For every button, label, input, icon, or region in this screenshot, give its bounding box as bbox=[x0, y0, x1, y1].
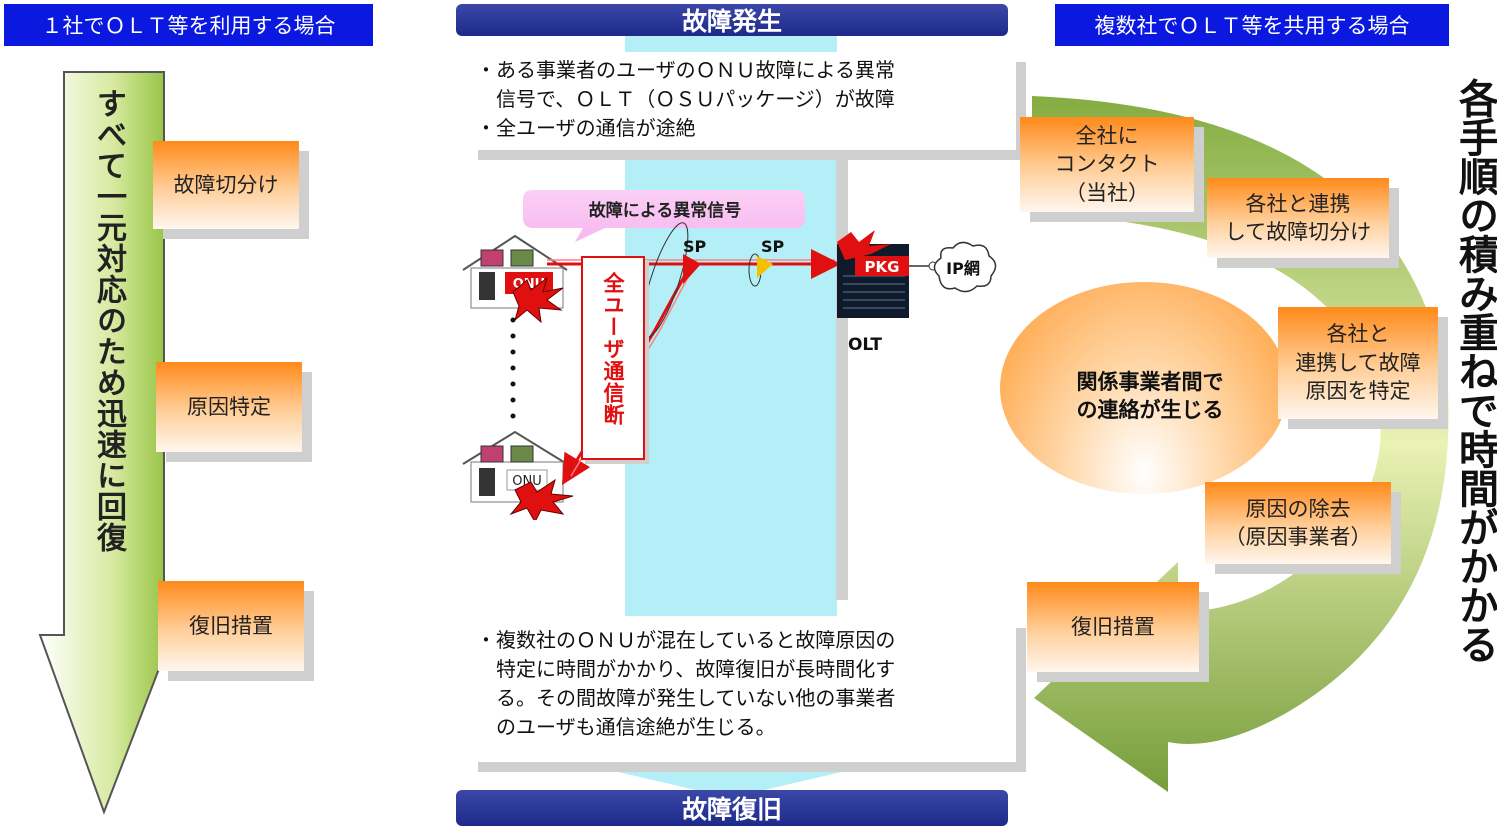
step-line: 原因の除去 bbox=[1245, 496, 1351, 521]
right-header: 複数社でＯＬＴ等を共用する場合 bbox=[1055, 4, 1449, 46]
step-line: 原因を特定 bbox=[1305, 379, 1411, 404]
left-arrow-text: すべて一元対応のため迅速に回復 bbox=[91, 88, 126, 553]
cloud-icon bbox=[933, 241, 997, 293]
top-panel-line: 信号で、ＯＬＴ（ＯＳＵパッケージ）が故障 bbox=[476, 87, 895, 111]
sp1-label: SP bbox=[683, 237, 707, 256]
bottom-panel-line: る。その間故障が発生していない他の事業者 bbox=[476, 686, 896, 710]
step-line: （原因事業者） bbox=[1224, 525, 1372, 549]
onu-bottom-label: ONU bbox=[512, 474, 541, 489]
step-line: 各社と連携 bbox=[1245, 191, 1351, 216]
left-header: １社でＯＬＴ等を利用する場合 bbox=[4, 4, 373, 46]
ellipse-text: 関係事業者間で の連絡が生じる bbox=[1040, 368, 1260, 425]
step-line: して故障切分け bbox=[1224, 220, 1372, 244]
fault-callout: 故障による異常信号 bbox=[523, 190, 805, 242]
step-line: （当社） bbox=[1065, 180, 1149, 205]
band-fault-occurs: 故障発生 bbox=[456, 4, 1008, 36]
top-panel-line: ・ある事業者のユーザのＯＮＵ故障による異常 bbox=[476, 58, 895, 82]
bottom-panel: ・複数社のＯＮＵが混在していると故障原因の 特定に時間がかかり、故障復旧が長時間… bbox=[468, 618, 1016, 762]
cut-label-text: 全ユーザ通信断 bbox=[601, 272, 625, 426]
olt-equipment: PKG OLT bbox=[837, 230, 909, 355]
right-step-isolation: 各社と連携 して故障切分け bbox=[1207, 178, 1389, 258]
right-vertical-text: 各手順の積み重ねで時間がかかる bbox=[1452, 78, 1497, 663]
down-chevron bbox=[610, 770, 850, 798]
left-step-cause: 原因特定 bbox=[156, 362, 302, 452]
band-fault-recovery: 故障復旧 bbox=[456, 790, 1008, 826]
right-step-cause: 各社と 連携して故障 原因を特定 bbox=[1278, 307, 1438, 419]
step-line: 復旧措置 bbox=[1071, 614, 1155, 639]
network-diagram: 故障による異常信号 ONU ONU SP SP bbox=[462, 190, 997, 520]
olt-label: OLT bbox=[848, 335, 882, 355]
bottom-panel-line: ・複数社のＯＮＵが混在していると故障原因の bbox=[476, 628, 896, 652]
callout-text: 故障による異常信号 bbox=[589, 200, 742, 221]
ellipse-line: の連絡が生じる bbox=[1076, 398, 1224, 423]
all-users-cut-label: 全ユーザ通信断 bbox=[581, 256, 645, 460]
right-step-contact: 全社に コンタクト （当社） bbox=[1020, 117, 1194, 212]
ip-network-label: IP網 bbox=[946, 259, 980, 278]
step-line: 連携して故障 bbox=[1295, 350, 1421, 375]
coordination-ellipse bbox=[1000, 282, 1288, 494]
right-step-recovery: 復旧措置 bbox=[1027, 582, 1199, 672]
step-line: 全社に bbox=[1075, 123, 1139, 148]
step-line: コンタクト bbox=[1054, 152, 1160, 177]
burst-icon bbox=[509, 478, 574, 520]
ellipse-line: 関係事業者間で bbox=[1076, 370, 1224, 394]
step-line: 各社と bbox=[1326, 322, 1390, 347]
right-step-removal: 原因の除去 （原因事業者） bbox=[1205, 482, 1391, 564]
dots bbox=[510, 317, 516, 419]
top-panel-line: ・全ユーザの通信が途絶 bbox=[476, 116, 696, 140]
sp2-label: SP bbox=[761, 237, 785, 256]
burst-icon bbox=[512, 276, 564, 324]
left-step-recovery: 復旧措置 bbox=[158, 581, 304, 671]
bottom-panel-line: 特定に時間がかかり、故障復旧が長時間化す bbox=[476, 657, 896, 681]
top-panel: ・ある事業者のユーザのＯＮＵ故障による異常 信号で、ＯＬＴ（ＯＳＵパッケージ）が… bbox=[468, 52, 1016, 150]
bottom-panel-line: のユーザも通信途絶が生じる。 bbox=[476, 715, 776, 739]
left-step-isolation: 故障切分け bbox=[153, 141, 299, 229]
pkg-label: PKG bbox=[865, 258, 900, 276]
